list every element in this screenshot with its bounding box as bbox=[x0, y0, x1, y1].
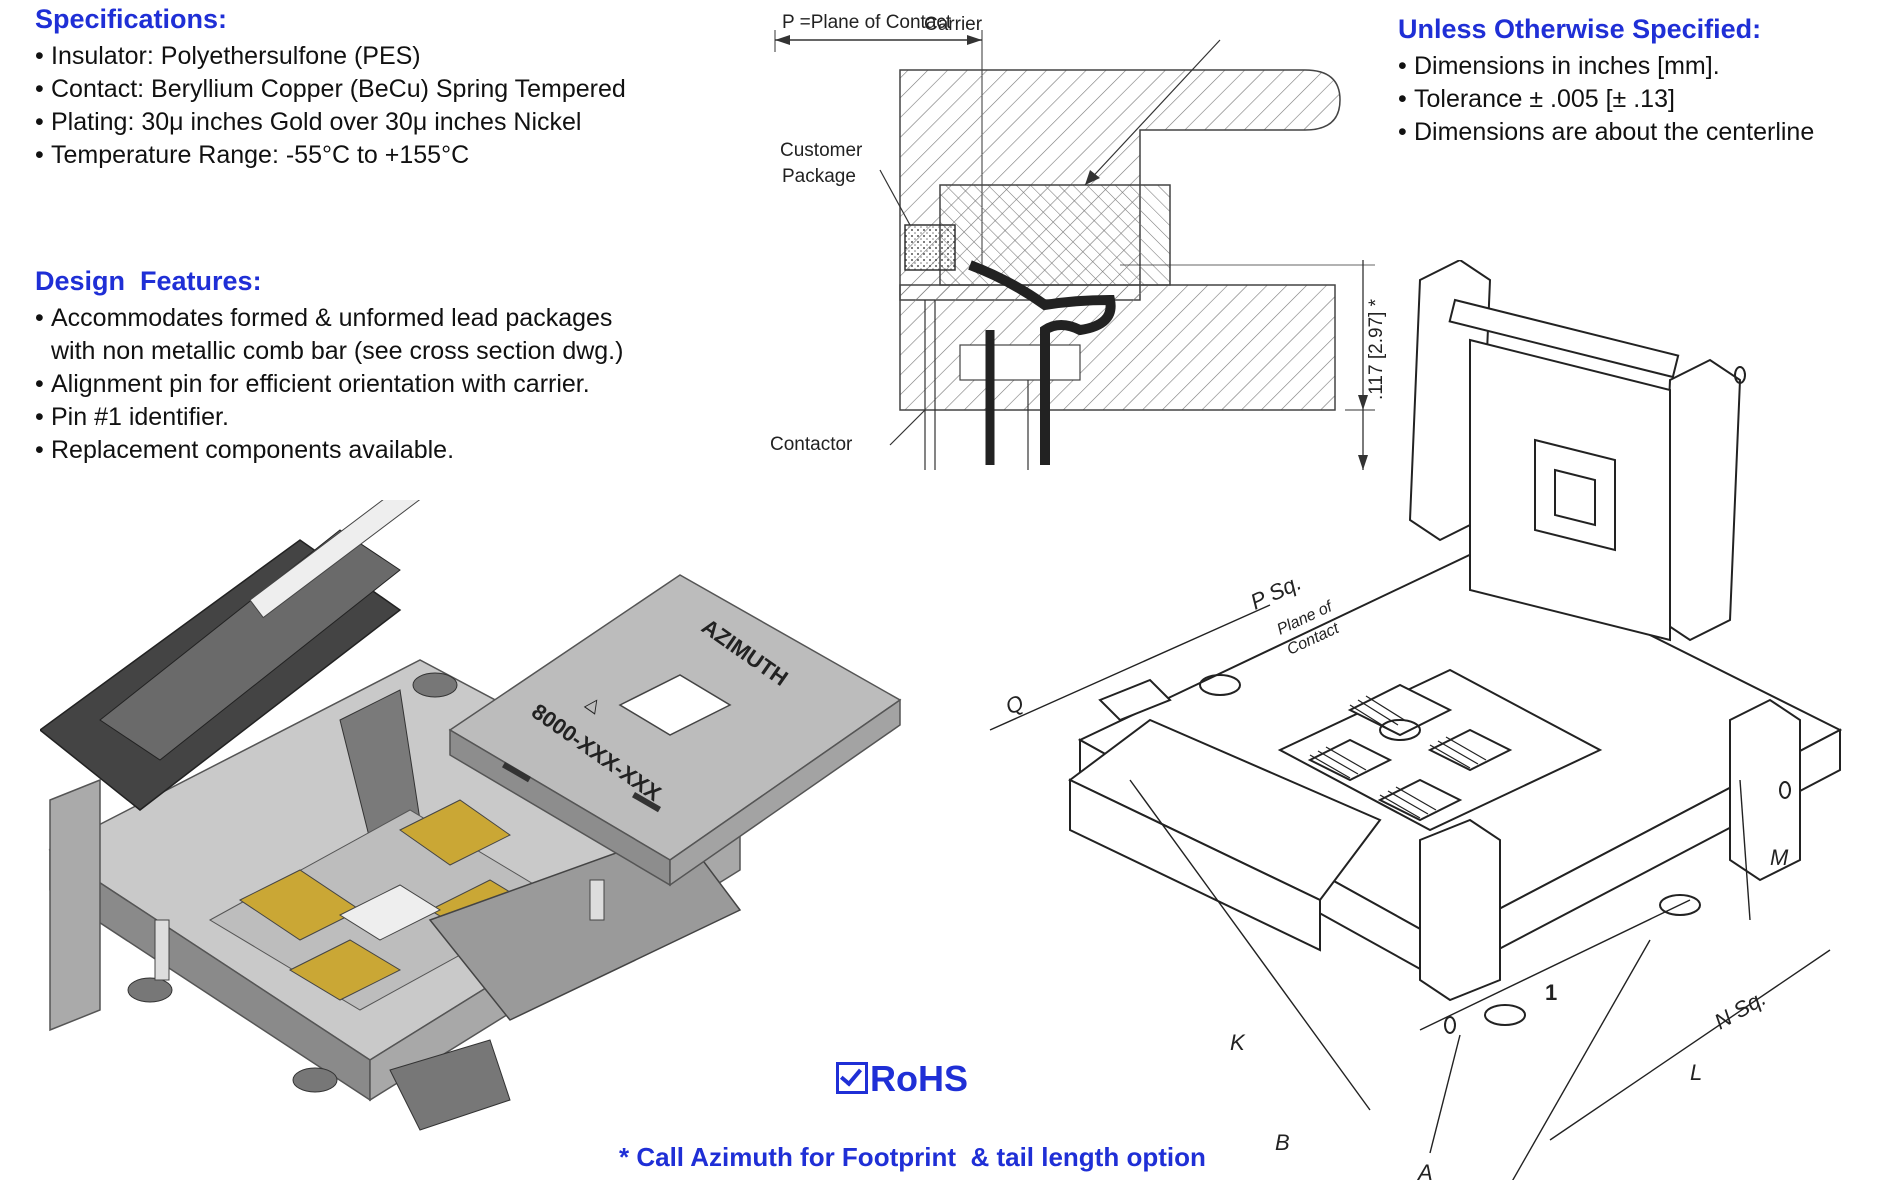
list-item: Alignment pin for efficient orientation … bbox=[35, 368, 623, 401]
rohs-badge: RoHS bbox=[836, 1058, 968, 1100]
pin-one-identifier: 1 bbox=[1545, 980, 1557, 1005]
list-item: Accommodates formed & unformed lead pack… bbox=[35, 302, 623, 368]
list-item-text: Alignment pin for efficient orientation … bbox=[51, 370, 590, 398]
list-item: Pin #1 identifier. bbox=[35, 401, 623, 434]
plane-of-contact-label: P =Plane of Contact bbox=[782, 12, 952, 33]
dimension-117-label: .117 [2.97] * bbox=[1366, 298, 1387, 400]
list-item: Plating: 30μ inches Gold over 30μ inches… bbox=[35, 106, 626, 139]
list-item: Contact: Beryllium Copper (BeCu) Spring … bbox=[35, 73, 626, 106]
list-item: Dimensions are about the centerline bbox=[1398, 116, 1814, 149]
dimension-l-label: L bbox=[1690, 1060, 1702, 1085]
list-item: Replacement components available. bbox=[35, 434, 623, 467]
dimension-b-label: B bbox=[1275, 1130, 1290, 1155]
cross-section-drawing: P =Plane of Contact Carrier Customer Pac… bbox=[770, 12, 1387, 470]
list-item-text-continued: with non metallic comb bar (see cross se… bbox=[51, 337, 624, 365]
socket-render: AZIMUTH 8000-XXX-XXX △ bbox=[40, 500, 902, 1131]
contactor-label: Contactor bbox=[770, 434, 853, 455]
list-item-text: Replacement components available. bbox=[51, 436, 455, 464]
list-item-text: Accommodates formed & unformed lead pack… bbox=[51, 304, 613, 332]
dimension-a-label: A bbox=[1416, 1160, 1433, 1180]
rohs-label: RoHS bbox=[870, 1058, 968, 1099]
design-features-heading: Design Features: bbox=[35, 266, 262, 296]
list-item: Dimensions in inches [mm]. bbox=[1398, 50, 1814, 83]
isometric-dimension-drawing: P Sq. Plane of Contact Q M N Sq. L K B A… bbox=[989, 260, 1843, 1180]
list-item: Insulator: Polyethersulfone (PES) bbox=[35, 40, 626, 73]
checkbox-checked-icon bbox=[836, 1062, 868, 1094]
design-features-list: Accommodates formed & unformed lead pack… bbox=[35, 302, 623, 467]
specifications-heading: Specifications: bbox=[35, 4, 228, 34]
carrier-label: Carrier bbox=[924, 14, 983, 35]
dimension-k-label: K bbox=[1230, 1030, 1246, 1055]
list-item: Temperature Range: -55°C to +155°C bbox=[35, 139, 626, 172]
customer-label-line2: Package bbox=[782, 166, 856, 187]
customer-label-line1: Customer bbox=[780, 140, 863, 161]
footnote: * Call Azimuth for Footprint & tail leng… bbox=[619, 1142, 1206, 1172]
list-item-text: Pin #1 identifier. bbox=[51, 403, 229, 431]
specifications-list: Insulator: Polyethersulfone (PES) Contac… bbox=[35, 40, 626, 172]
dimension-m-label: M bbox=[1770, 845, 1789, 870]
dimension-p-label: P Sq. bbox=[1247, 569, 1306, 614]
unless-specified-list: Dimensions in inches [mm]. Tolerance ± .… bbox=[1398, 50, 1814, 149]
dimension-n-label: N Sq. bbox=[1710, 985, 1770, 1034]
unless-specified-heading: Unless Otherwise Specified: bbox=[1398, 14, 1762, 44]
list-item: Tolerance ± .005 [± .13] bbox=[1398, 83, 1814, 116]
